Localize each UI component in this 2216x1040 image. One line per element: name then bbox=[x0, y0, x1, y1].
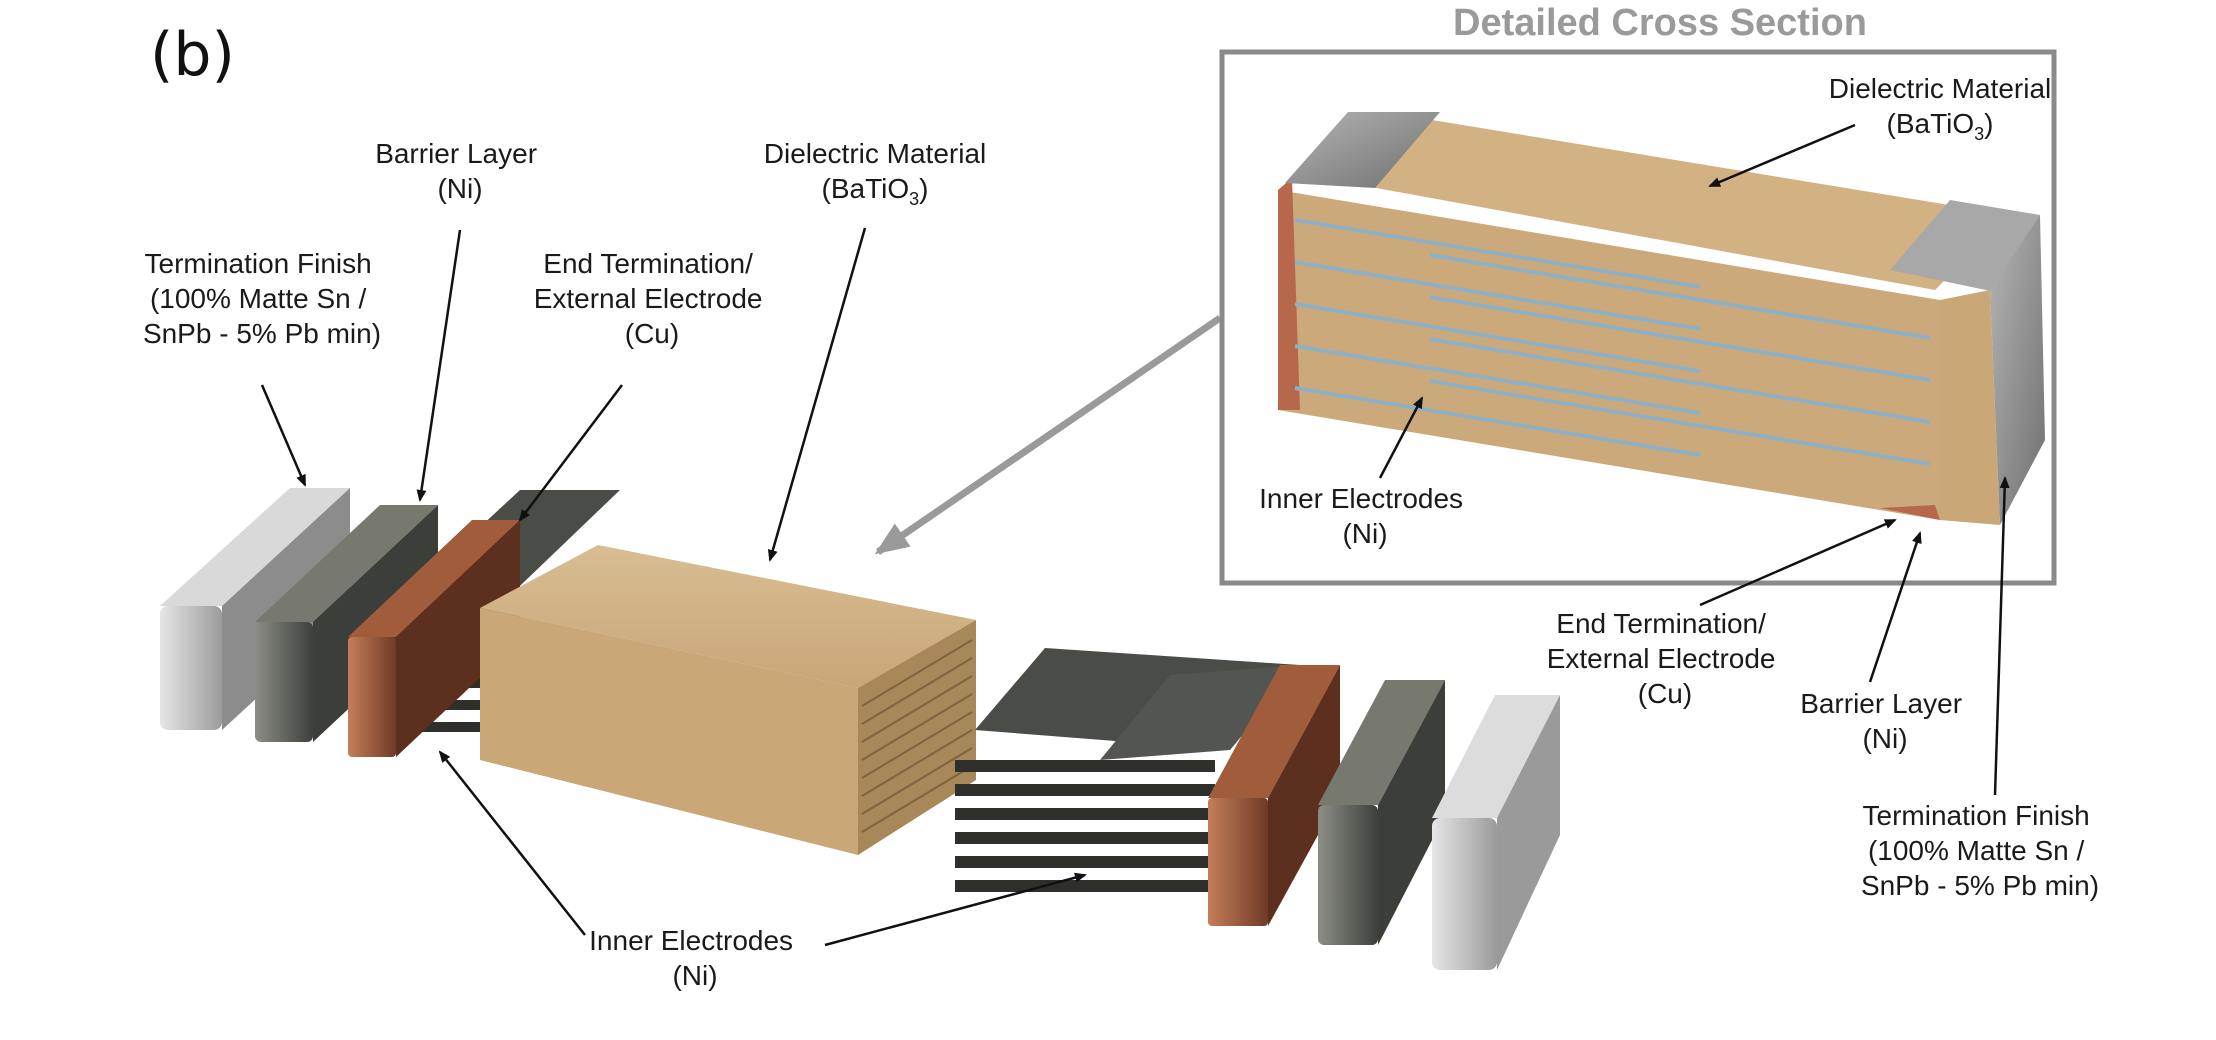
inset-dielectric-top bbox=[1360, 118, 2010, 290]
svg-text:Inner Electrodes (Ni): Inner Electrodes (Ni) bbox=[1259, 483, 1471, 549]
label-barrier-layer: Barrier Layer (Ni) bbox=[375, 138, 545, 502]
inset-label-barrier-layer-line2: (Ni) bbox=[1862, 723, 1907, 754]
svg-text:End Termination/ Externa: End Termination/ External Electrode (Cu) bbox=[534, 248, 771, 349]
svg-text:Barrier Layer (Ni): Barrier Layer (Ni) bbox=[1800, 688, 1970, 754]
label-dielectric-close: ) bbox=[919, 173, 928, 204]
label-end-termination-line3: (Cu) bbox=[625, 318, 679, 349]
label-end-termination-line2: External Electrode bbox=[534, 283, 763, 314]
inset-copper-rim-bottom bbox=[1880, 505, 1940, 520]
inset-title: Detailed Cross Section bbox=[1453, 2, 1867, 44]
svg-text:Barrier Layer (Ni): Barrier Layer (Ni) bbox=[375, 138, 545, 204]
label-termination-finish-line2: (100% Matte Sn / bbox=[150, 283, 367, 314]
inset-label-dielectric: Dielectric Material (BaTiO3) bbox=[1708, 73, 2052, 188]
label-end-termination: End Termination/ External Electrode (Cu) bbox=[518, 248, 771, 522]
label-end-termination-line1: End Termination/ bbox=[543, 248, 753, 279]
label-inner-electrodes: Inner Electrodes (Ni) bbox=[438, 750, 1087, 991]
right-end-termination-cap bbox=[1208, 665, 1340, 926]
label-inner-electrodes-line1: Inner Electrodes bbox=[589, 925, 793, 956]
inset-label-termination-finish: Termination Finish (100% Matte Sn / SnPb… bbox=[1861, 476, 2099, 901]
inset-copper-rim-left bbox=[1278, 178, 1300, 410]
label-inner-electrodes-line2: (Ni) bbox=[672, 960, 717, 991]
svg-text:(BaTiO3): (BaTiO3) bbox=[822, 173, 929, 209]
inset-label-termination-finish-line2: (100% Matte Sn / bbox=[1868, 835, 2085, 866]
right-barrier-layer-cap bbox=[1318, 680, 1445, 945]
inset-tin-cap-left bbox=[1285, 112, 1440, 188]
inset-label-barrier-layer: Barrier Layer (Ni) bbox=[1800, 531, 1970, 754]
label-dielectric-line1: Dielectric Material bbox=[764, 138, 987, 169]
inset-label-termination-finish-line1: Termination Finish bbox=[1863, 800, 2090, 831]
label-barrier-layer-line2: (Ni) bbox=[437, 173, 482, 204]
right-termination-finish-cap bbox=[1432, 695, 1560, 970]
inset-label-dielectric-close: ) bbox=[1984, 108, 1993, 139]
inset-label-inner-electrodes-line1: Inner Electrodes bbox=[1259, 483, 1463, 514]
inset-label-inner-electrodes: Inner Electrodes (Ni) bbox=[1259, 396, 1471, 549]
inset-label-dielectric-formula: (BaTiO bbox=[1887, 108, 1975, 139]
label-dielectric: Dielectric Material (BaTiO3) bbox=[764, 138, 987, 562]
label-barrier-layer-line1: Barrier Layer bbox=[375, 138, 537, 169]
svg-text:(BaTiO3): (BaTiO3) bbox=[1887, 108, 1994, 144]
label-dielectric-formula: (BaTiO bbox=[822, 173, 910, 204]
exploded-view bbox=[160, 488, 1560, 970]
panel-label: (b) bbox=[150, 20, 235, 90]
inset-label-end-termination-line1: End Termination/ bbox=[1556, 608, 1766, 639]
label-termination-finish-line1: Termination Finish bbox=[145, 248, 372, 279]
dielectric-block bbox=[480, 545, 976, 855]
inset-tin-cap-right-side bbox=[1990, 215, 2045, 525]
inset-label-barrier-layer-line1: Barrier Layer bbox=[1800, 688, 1962, 719]
label-dielectric-subscript: 3 bbox=[909, 189, 919, 209]
inset-cross-section: Detailed Cross Section bbox=[1219, 2, 2057, 586]
inset-label-end-termination-line2: External Electrode bbox=[1547, 643, 1776, 674]
svg-text:Dielectric Material: Dielectric Material bbox=[1829, 73, 2052, 104]
svg-text:Inner Electrodes (Ni): Inner Electrodes (Ni) bbox=[589, 925, 801, 991]
svg-text:Termination Finish (100%: Termination Finish (100% Matte Sn / SnPb… bbox=[1861, 800, 2099, 901]
left-end-termination-cap bbox=[348, 520, 520, 757]
svg-text:End Termination/ Externa: End Termination/ External Electrode (Cu) bbox=[1547, 608, 1784, 709]
inset-pointer-arrow bbox=[874, 315, 1222, 555]
inset-label-termination-finish-line3: SnPb - 5% Pb min) bbox=[1861, 870, 2099, 901]
svg-text:Termination Finish (100%: Termination Finish (100% Matte Sn / SnPb… bbox=[143, 248, 381, 349]
inset-inner-electrode-lines bbox=[1294, 218, 1931, 466]
right-inner-electrodes bbox=[955, 648, 1300, 892]
label-termination-finish-line3: SnPb - 5% Pb min) bbox=[143, 318, 381, 349]
inset-label-dielectric-line1: Dielectric Material bbox=[1829, 73, 2052, 104]
inset-label-end-termination-line3: (Cu) bbox=[1638, 678, 1692, 709]
inset-frame bbox=[1219, 49, 2057, 586]
inset-label-dielectric-subscript: 3 bbox=[1974, 124, 1984, 144]
inset-label-inner-electrodes-line2: (Ni) bbox=[1342, 518, 1387, 549]
inset-label-end-termination: End Termination/ External Electrode (Cu) bbox=[1547, 518, 1897, 709]
svg-text:Dielectric Material: Dielectric Material bbox=[764, 138, 987, 169]
label-termination-finish: Termination Finish (100% Matte Sn / SnPb… bbox=[143, 248, 381, 487]
inset-barrier-edge-right bbox=[1940, 290, 2000, 525]
